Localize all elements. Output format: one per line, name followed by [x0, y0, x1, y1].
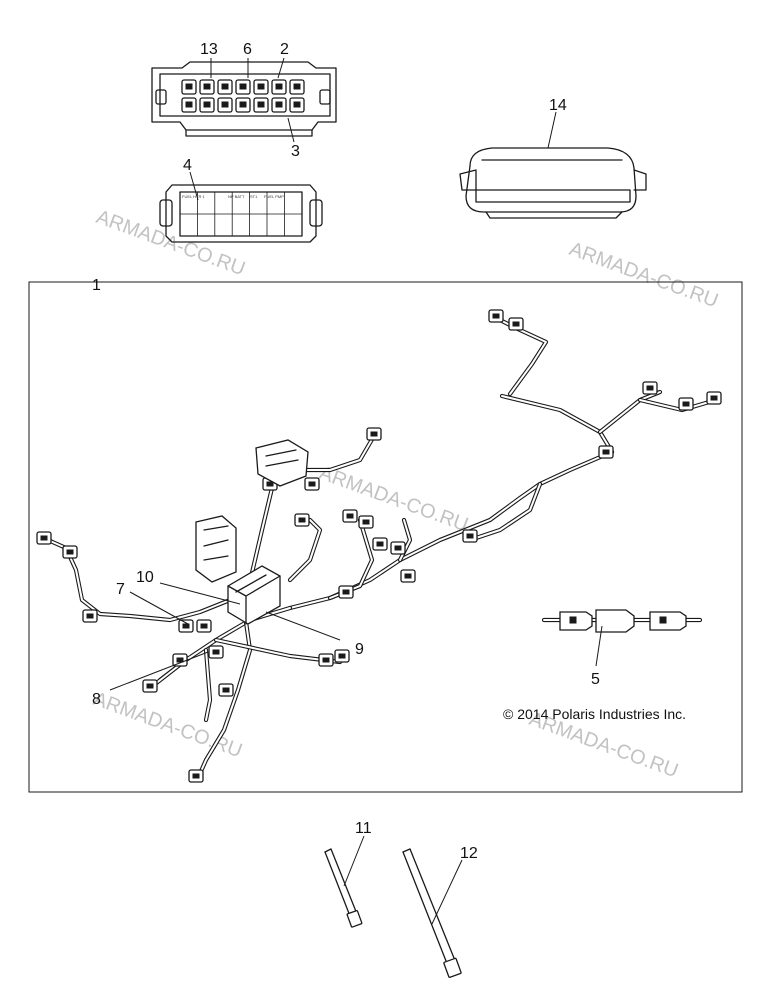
fuse-slot-mark	[293, 101, 301, 108]
callout-10: 10	[136, 569, 154, 586]
connector-mark	[370, 431, 378, 437]
main-wire-harness	[36, 309, 722, 783]
callout-14: 14	[549, 97, 567, 114]
connector-mark	[146, 683, 154, 689]
fuse-slot-mark	[185, 101, 193, 108]
callout-5: 5	[591, 671, 600, 688]
watermark-1: ARMADA-CO.RU	[93, 206, 248, 280]
connector-mark	[466, 533, 474, 539]
harness-wire	[499, 393, 615, 455]
connector-mark	[200, 623, 208, 629]
callout-12: 12	[460, 845, 478, 862]
cable-tie-small	[324, 848, 363, 928]
callout-2: 2	[280, 41, 289, 58]
harness-wire-core	[205, 649, 211, 721]
callout-7: 7	[116, 581, 125, 598]
callout-3: 3	[291, 143, 300, 160]
callout-6: 6	[243, 41, 252, 58]
connector-mark	[362, 519, 370, 525]
fuse-slot-mark	[275, 101, 283, 108]
connector-mark	[308, 481, 316, 487]
connector-mark	[222, 687, 230, 693]
connector-mark	[338, 653, 346, 659]
connector-mark	[298, 517, 306, 523]
connector-mark	[86, 613, 94, 619]
fuse-slot-mark	[221, 101, 229, 108]
connector-mark	[66, 549, 74, 555]
connector-mark	[212, 649, 220, 655]
fuse-box	[151, 61, 337, 137]
watermark-2: ARMADA-CO.RU	[566, 238, 721, 312]
inline-fuse-holder	[541, 609, 703, 633]
fuse-slot-mark	[239, 101, 247, 108]
fuse-slot-mark	[221, 83, 229, 90]
connector-mark	[266, 481, 274, 487]
fuse-slot-mark	[275, 83, 283, 90]
connector-mark	[342, 589, 350, 595]
watermark-3: ARMADA-CO.RU	[316, 462, 471, 536]
connector-mark	[40, 535, 48, 541]
connector-mark	[346, 513, 354, 519]
connector-mark	[376, 541, 384, 547]
cover-label-4: FUEL PMP	[264, 194, 284, 199]
connector-mark	[176, 657, 184, 663]
watermarks: ARMADA-CO.RU ARMADA-CO.RU ARMADA-CO.RU A…	[90, 206, 721, 782]
fuse-slot-mark	[257, 83, 265, 90]
callout-11: 11	[355, 820, 372, 837]
callouts: 13 6 2 3 4 14 1 10 7 9 8 5 11 12	[92, 41, 600, 862]
fuse-slot-mark	[185, 83, 193, 90]
callout-9: 9	[355, 641, 364, 658]
connector-mark	[710, 395, 718, 401]
harness-frame	[28, 281, 743, 793]
fuse-slot-mark	[203, 83, 211, 90]
harness-wire-core	[501, 395, 613, 453]
fuse-slot-mark	[239, 83, 247, 90]
connector-mark	[404, 573, 412, 579]
callout-8: 8	[92, 691, 101, 708]
connector-mark	[646, 385, 654, 391]
callout-4: 4	[183, 157, 192, 174]
watermark-4: ARMADA-CO.RU	[90, 688, 245, 762]
callout-13: 13	[200, 41, 218, 58]
connector-mark	[512, 321, 520, 327]
harness-wire-core	[289, 519, 321, 581]
connector-mark	[492, 313, 500, 319]
fuse-slot-mark	[203, 101, 211, 108]
connector-mark	[602, 449, 610, 455]
connector-mark	[394, 545, 402, 551]
fuse-slot-mark	[257, 101, 265, 108]
cover-label-1: FUEL HTR 1	[182, 194, 206, 199]
harness-wire-core	[499, 319, 547, 395]
connector-mark	[682, 401, 690, 407]
cover-label-2: NP BATT	[228, 194, 245, 199]
protective-cap	[459, 147, 647, 219]
harness-wire	[287, 517, 323, 583]
cable-tie-large	[402, 848, 462, 978]
connector-mark	[322, 657, 330, 663]
harness-wire-core	[247, 487, 273, 591]
harness-wire-core	[469, 483, 541, 541]
fuse-slot-mark	[293, 83, 301, 90]
fuse-box-cover: FUEL HTR 1 NP BATT ST1 FUEL PMP	[159, 184, 323, 243]
callout-1: 1	[92, 277, 101, 294]
copyright-notice: © 2014 Polaris Industries Inc.	[503, 706, 686, 722]
harness-wire-core	[599, 391, 661, 433]
connector-mark	[182, 623, 190, 629]
leader-lines	[109, 57, 603, 925]
cover-label-3: ST1	[250, 194, 258, 199]
connector-mark	[192, 773, 200, 779]
